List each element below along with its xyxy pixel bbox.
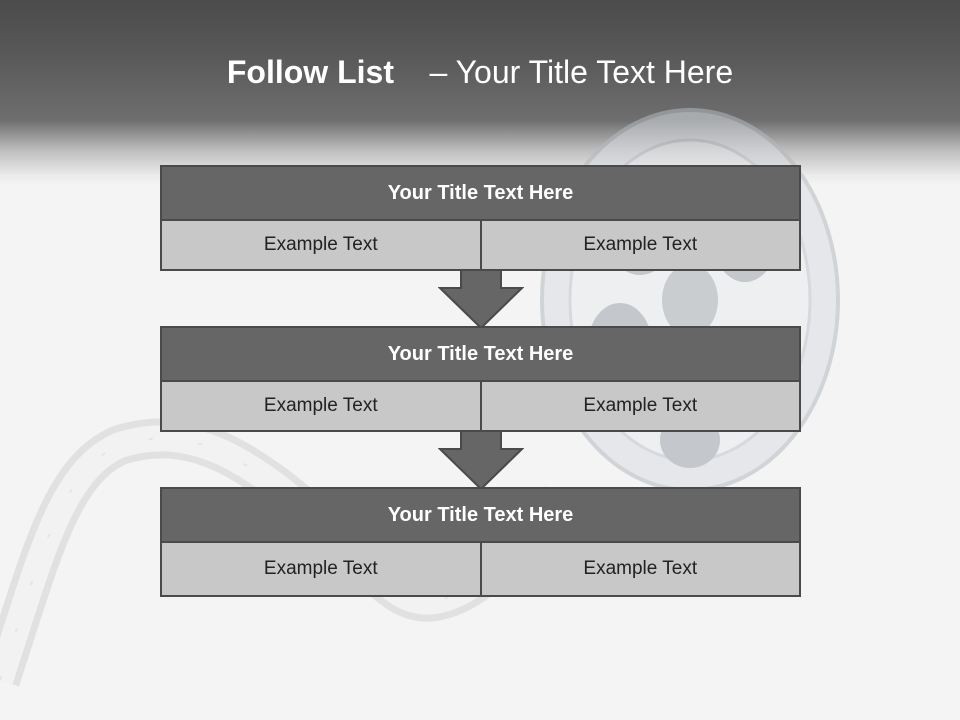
step-row: Example Text Example Text bbox=[160, 221, 801, 271]
down-arrow-icon bbox=[438, 270, 524, 330]
header-band bbox=[0, 0, 960, 185]
step-block-1: Your Title Text Here Example Text Exampl… bbox=[160, 165, 801, 271]
step-block-2: Your Title Text Here Example Text Exampl… bbox=[160, 326, 801, 432]
slide-title-spacer bbox=[403, 54, 421, 90]
step-cell-right: Example Text bbox=[481, 221, 801, 271]
step-cell-left: Example Text bbox=[160, 382, 482, 432]
step-title: Your Title Text Here bbox=[160, 487, 801, 543]
step-row: Example Text Example Text bbox=[160, 543, 801, 597]
step-cell-right: Example Text bbox=[481, 543, 801, 597]
step-title: Your Title Text Here bbox=[160, 326, 801, 382]
step-block-3: Your Title Text Here Example Text Exampl… bbox=[160, 487, 801, 597]
slide-title: Follow List – Your Title Text Here bbox=[0, 54, 960, 91]
slide-title-rest: – Your Title Text Here bbox=[429, 54, 734, 90]
slide-title-strong: Follow List bbox=[226, 54, 394, 90]
step-cell-left: Example Text bbox=[160, 543, 482, 597]
down-arrow-icon bbox=[438, 431, 524, 491]
step-row: Example Text Example Text bbox=[160, 382, 801, 432]
step-cell-right: Example Text bbox=[481, 382, 801, 432]
step-title: Your Title Text Here bbox=[160, 165, 801, 221]
step-cell-left: Example Text bbox=[160, 221, 482, 271]
